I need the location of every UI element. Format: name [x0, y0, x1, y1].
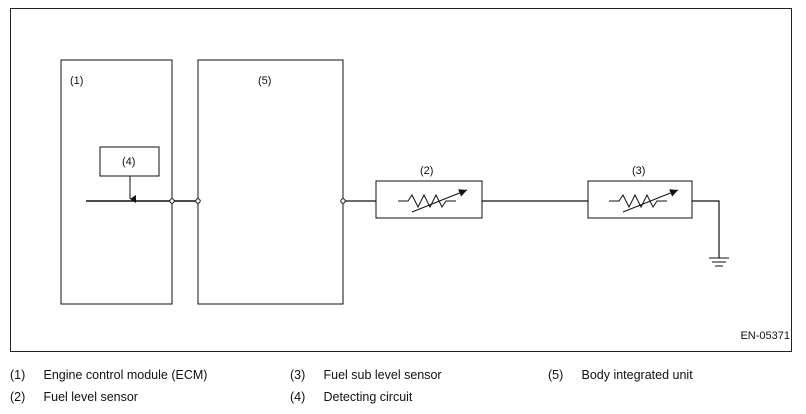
legend-item-2: (2) Fuel level sensor — [10, 390, 138, 404]
legend: (1) Engine control module (ECM) (2) Fuel… — [0, 368, 806, 414]
legend-num: (2) — [10, 390, 26, 404]
fuel-sub-level-variable-arrow — [622, 189, 679, 213]
fuel-level-resistor-symbol — [398, 193, 456, 209]
legend-num: (5) — [548, 368, 564, 382]
figure-code: EN-05371 — [740, 330, 790, 342]
ecm-block-label: (1) — [70, 75, 83, 87]
fuel-level-sensor-block — [375, 180, 483, 219]
diagram-frame — [10, 8, 792, 352]
legend-text: Engine control module (ECM) — [43, 368, 208, 382]
legend-item-5: (5) Body integrated unit — [548, 368, 693, 382]
legend-item-1: (1) Engine control module (ECM) — [10, 368, 207, 382]
fuel-sub-level-sensor-label: (3) — [632, 165, 645, 177]
legend-text: Body integrated unit — [581, 368, 693, 382]
legend-num: (1) — [10, 368, 26, 382]
legend-text: Detecting circuit — [323, 390, 413, 404]
body-integrated-unit-label: (5) — [258, 75, 271, 87]
wiring-diagram: (1) (4) (5) (2) (3) — [60, 59, 729, 305]
biu-input-terminal — [195, 198, 201, 204]
ground-wire — [692, 200, 720, 258]
fuel-sub-level-sensor-block — [587, 180, 693, 219]
biu-output-terminal — [340, 198, 346, 204]
ecm-terminal — [169, 198, 175, 204]
legend-num: (4) — [290, 390, 306, 404]
body-integrated-unit-block — [197, 59, 344, 305]
fuel-level-sensor-label: (2) — [420, 165, 433, 177]
legend-item-3: (3) Fuel sub level sensor — [290, 368, 442, 382]
detecting-circuit-label: (4) — [122, 156, 135, 168]
legend-text: Fuel level sensor — [43, 390, 138, 404]
legend-num: (3) — [290, 368, 306, 382]
fuel-level-variable-arrow — [411, 189, 468, 213]
legend-item-4: (4) Detecting circuit — [290, 390, 412, 404]
legend-text: Fuel sub level sensor — [323, 368, 442, 382]
ecm-block — [60, 59, 173, 305]
ground-icon — [709, 257, 729, 267]
fuel-sub-level-resistor-symbol — [609, 193, 667, 209]
